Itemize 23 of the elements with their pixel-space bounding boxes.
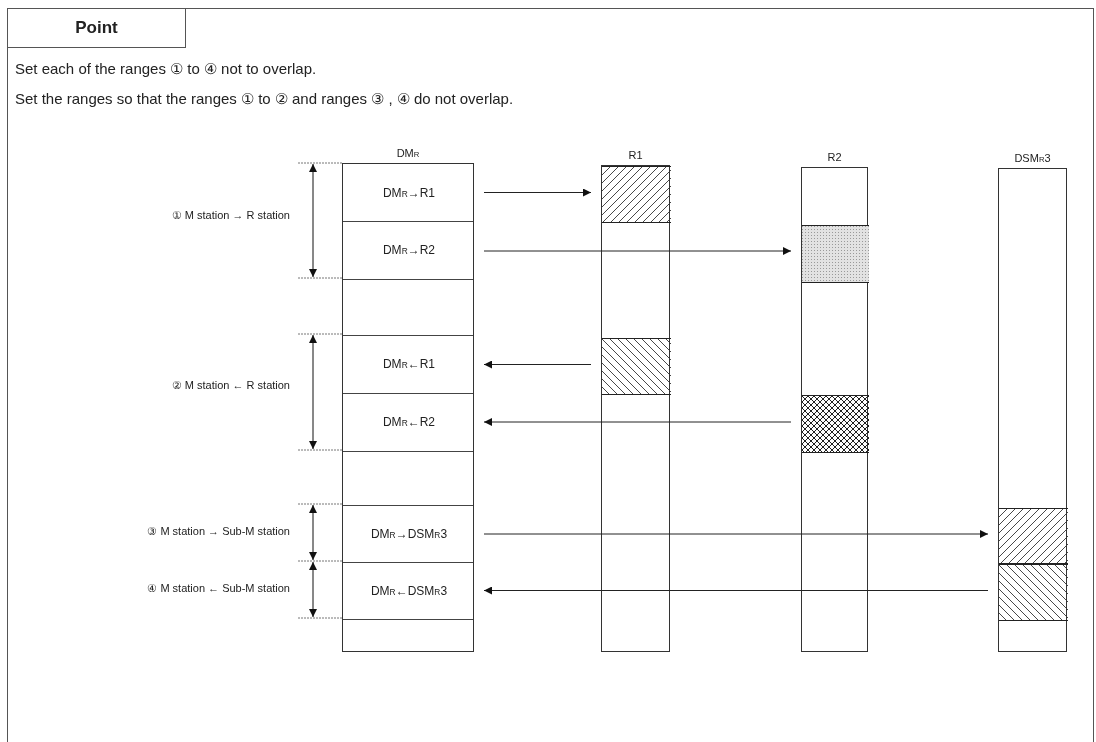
column-label: R1 [627,149,644,161]
instruction-text: Set each of the ranges ① to ④ not to overlap. [15,60,317,78]
arrow [483,247,792,255]
range-label: ② M station ← R station [171,379,290,392]
arrow [483,530,989,538]
column-label: R2 [826,151,843,163]
hatched-block [802,395,869,453]
column-label: DM$_{R}$ [395,147,421,159]
column-label: DSM$_{R}$3 [1013,152,1052,164]
range-label: ④ M station ← Sub-M station [147,582,290,595]
range-label: ③ M station → Sub-M station [147,525,290,538]
range-label: ① M station → R station [171,209,290,222]
hatched-block [999,564,1068,621]
arrow [483,586,989,595]
hatched-block [602,338,671,395]
arrow [483,360,592,369]
instruction-text: Set the ranges so that the ranges ① to ② and ranges ③ , ④ do not overlap. [15,90,514,108]
hatched-block [999,508,1068,564]
arrow [483,418,792,426]
hatched-block [602,166,671,223]
hatched-block [802,225,869,283]
arrow [483,188,592,197]
title-tab: Point [7,8,186,48]
